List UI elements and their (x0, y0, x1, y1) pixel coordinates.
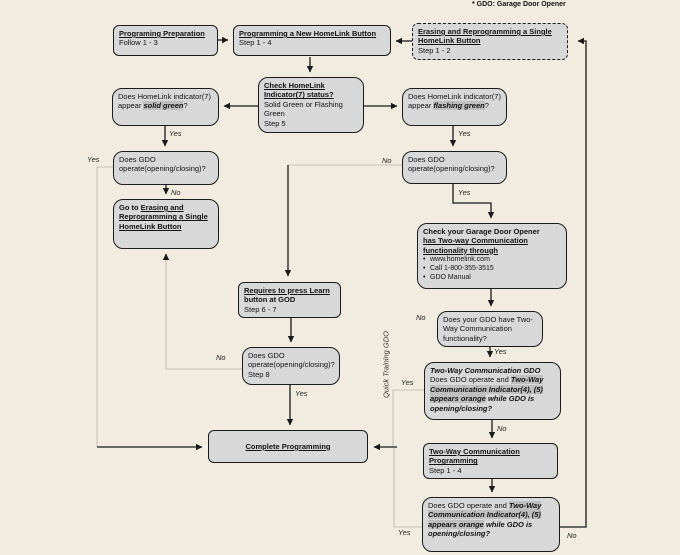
erase-reprogram-sub: Step 1 - 2 (418, 45, 451, 55)
connector-gdo-left-yes-route (96, 166, 113, 447)
twc-programming-box: Two-Way Communication Programming Step 1… (423, 443, 558, 480)
label-no-final: No (567, 531, 577, 540)
final-q-highlight-orange: appears orange (428, 519, 484, 529)
gdo-operate-mid-box: Does GDO operate(opening/closing)? Step … (242, 347, 340, 385)
bullet-icon: • (423, 274, 426, 282)
prep-title: Programing Preparation (119, 29, 205, 38)
erase-reprogram-title: Erasing and Reprogramming a Single HomeL… (418, 27, 552, 46)
label-no-gdo-right: No (382, 156, 392, 165)
twc-programming-sub: Step 1 - 4 (429, 465, 462, 475)
check-gdo-twc-box: Check your Garage Door Opener has Two-wa… (417, 223, 567, 289)
label-no-twc-gdo: No (497, 424, 507, 433)
program-new-button-title: Programming a New HomeLink Button (239, 29, 377, 38)
flashing-green-post: ? (484, 101, 489, 111)
prep-box: Programing Preparation Follow 1 - 3 (113, 25, 218, 56)
press-learn-title2: button at GOD (244, 295, 296, 305)
program-new-button-box: Programming a New HomeLink Button Step 1… (233, 25, 391, 56)
label-yes-gdo-right: Yes (458, 188, 471, 197)
label-yes-have-twc: Yes (494, 347, 507, 356)
list-item: •Call 1-800-355-3515 (423, 265, 494, 273)
goto-erase-pre: Go to (119, 203, 141, 212)
final-question-box: Does GDO operate and Two-Way Communicati… (422, 497, 560, 552)
erase-reprogram-box: Erasing and Reprogramming a Single HomeL… (412, 23, 568, 60)
check-gdo-twc-title: Check your Garage Door Opener (423, 227, 540, 236)
list-item: •www.homelink.com (423, 256, 490, 264)
twc-gdo-highlight-orange: appears orange (430, 394, 486, 404)
label-yes-gdo-left: Yes (87, 155, 100, 164)
solid-green-pre: Does HomeLink indicator(7) appear (118, 92, 211, 111)
twc-gdo-post: while GDO is opening/closing? (430, 394, 535, 413)
solid-green-question-box: Does HomeLink indicator(7) appear solid … (112, 88, 219, 126)
flashing-green-pre: Does HomeLink indicator(7) appear (408, 92, 501, 111)
gdo-operate-right-box: Does GDO operate(opening/closing)? (402, 151, 507, 184)
gdo-operate-right-text: Does GDO operate(opening/closing)? (408, 155, 495, 174)
label-no-gdo-mid: No (216, 353, 226, 362)
complete-programming-box: Complete Programming (208, 430, 368, 463)
label-yes-flashing: Yes (458, 129, 471, 138)
press-learn-sub: Step 6 - 7 (244, 304, 277, 314)
connector-gdo-mid-no-route (165, 256, 242, 370)
press-learn-title: Requires to press Learn (244, 286, 330, 295)
connector-final-no-to-erase (560, 37, 587, 528)
program-new-button-sub: Step 1 - 4 (239, 38, 272, 48)
check-indicator-sub: Step 5 (264, 118, 286, 128)
connector-gdo-right-yes-down (452, 184, 495, 219)
have-twc-text: Does your GDO have Two-Way Communication… (443, 315, 533, 343)
label-yes-twc-gdo: Yes (401, 378, 414, 387)
prep-sub: Follow 1 - 3 (119, 38, 158, 48)
twc-gdo-caption: Two-Way Communication GDO (430, 366, 541, 375)
solid-green-post: ? (183, 101, 188, 111)
have-twc-question-box: Does your GDO have Two-Way Communication… (437, 311, 543, 348)
check-indicator-title: Check HomeLink Indicator(7) status? (264, 81, 334, 100)
gdo-operate-mid-sub: Step 8 (248, 369, 270, 379)
solid-green-highlight: solid green (143, 101, 184, 111)
list-item: •GDO Manual (423, 274, 471, 282)
press-learn-box: Requires to press Learn button at GOD St… (238, 282, 341, 319)
gdo-footnote: * GDO: Garage Door Opener (472, 1, 566, 8)
gdo-operate-left-text: Does GDO operate(opening/closing)? (119, 155, 206, 174)
check-gdo-twc-title-link: has Two-way Communication functionality … (423, 236, 528, 255)
goto-erase-box: Go to Erasing and Reprogramming a Single… (113, 199, 219, 249)
label-no-have-twc: No (416, 313, 426, 322)
final-q-post: while GDO is opening/closing? (428, 519, 533, 539)
label-yes-gdo-mid: Yes (295, 389, 308, 398)
twc-gdo-question-box: Two-Way Communication GDO Does GDO opera… (424, 362, 561, 420)
bullet-icon: • (423, 256, 426, 264)
twc-gdo-pre: Does GDO operate and (430, 375, 511, 385)
check-indicator-body: Solid Green or Flashing Green (264, 99, 343, 119)
label-yes-final: Yes (398, 528, 411, 537)
complete-programming-title: Complete Programming (245, 441, 331, 451)
connector-twc-gdo-yes-route (392, 389, 424, 447)
connector-final-yes-route (393, 448, 424, 528)
bullet-icon: • (423, 265, 426, 273)
gdo-operate-mid-text: Does GDO operate(opening/closing)? (248, 351, 335, 370)
gdo-operate-left-box: Does GDO operate(opening/closing)? (113, 151, 219, 185)
flashing-green-highlight: flashing green (433, 101, 485, 111)
label-yes-solid: Yes (169, 129, 182, 138)
quick-training-caption: Quick Training GDO (381, 331, 391, 398)
final-q-pre: Does GDO operate and (428, 501, 509, 510)
flashing-green-question-box: Does HomeLink indicator(7) appear flashi… (402, 88, 507, 126)
twc-programming-title: Two-Way Communication Programming (429, 447, 520, 466)
check-indicator-box: Check HomeLink Indicator(7) status? Soli… (258, 77, 364, 133)
label-no-gdo-left: No (171, 188, 181, 197)
goto-erase-link: Erasing and Reprogramming a Single HomeL… (119, 203, 208, 231)
